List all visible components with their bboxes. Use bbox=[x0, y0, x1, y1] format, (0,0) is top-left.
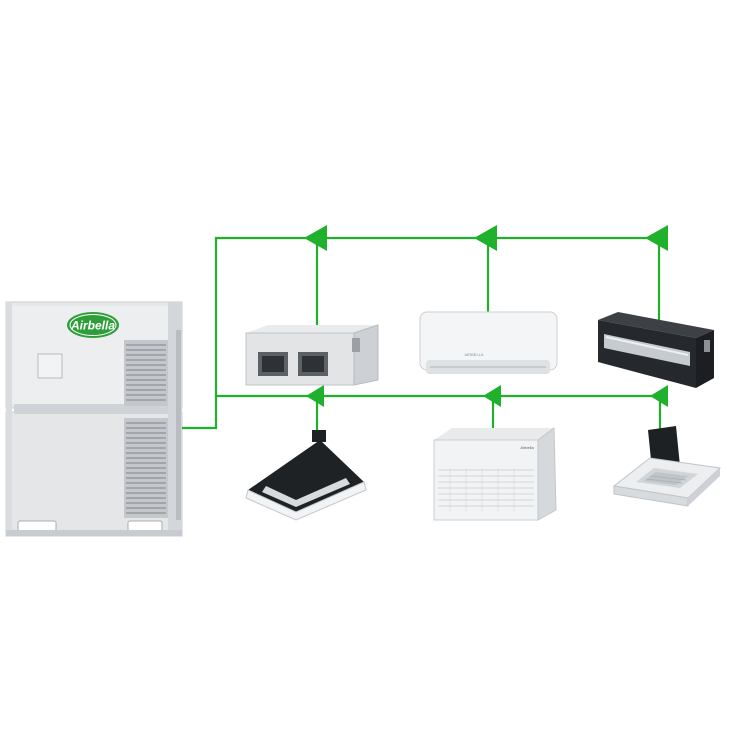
wall-split-unit: AIRBELLA bbox=[419, 311, 558, 374]
outdoor-unit: Airbella bbox=[5, 301, 183, 537]
ceiling-unit-badge: Airbella bbox=[520, 445, 534, 450]
arrow-lower-3 bbox=[650, 385, 668, 407]
ducted-unit bbox=[245, 324, 379, 386]
brand-label: Airbella bbox=[70, 319, 115, 333]
one-way-cassette bbox=[245, 430, 367, 521]
arrow-upper-2 bbox=[474, 225, 497, 251]
slim-duct-unit bbox=[598, 312, 714, 388]
airbella-logo: Airbella bbox=[67, 312, 119, 338]
ceiling-floor-unit: Airbella bbox=[433, 427, 557, 521]
wall-unit-badge: AIRBELLA bbox=[464, 352, 483, 357]
four-way-cassette bbox=[612, 426, 722, 507]
arrow-upper-1 bbox=[304, 225, 327, 251]
arrow-upper-3 bbox=[645, 225, 668, 251]
arrow-lower-2 bbox=[483, 385, 501, 407]
arrow-lower-1 bbox=[306, 385, 324, 407]
flow-arrows bbox=[304, 225, 668, 407]
